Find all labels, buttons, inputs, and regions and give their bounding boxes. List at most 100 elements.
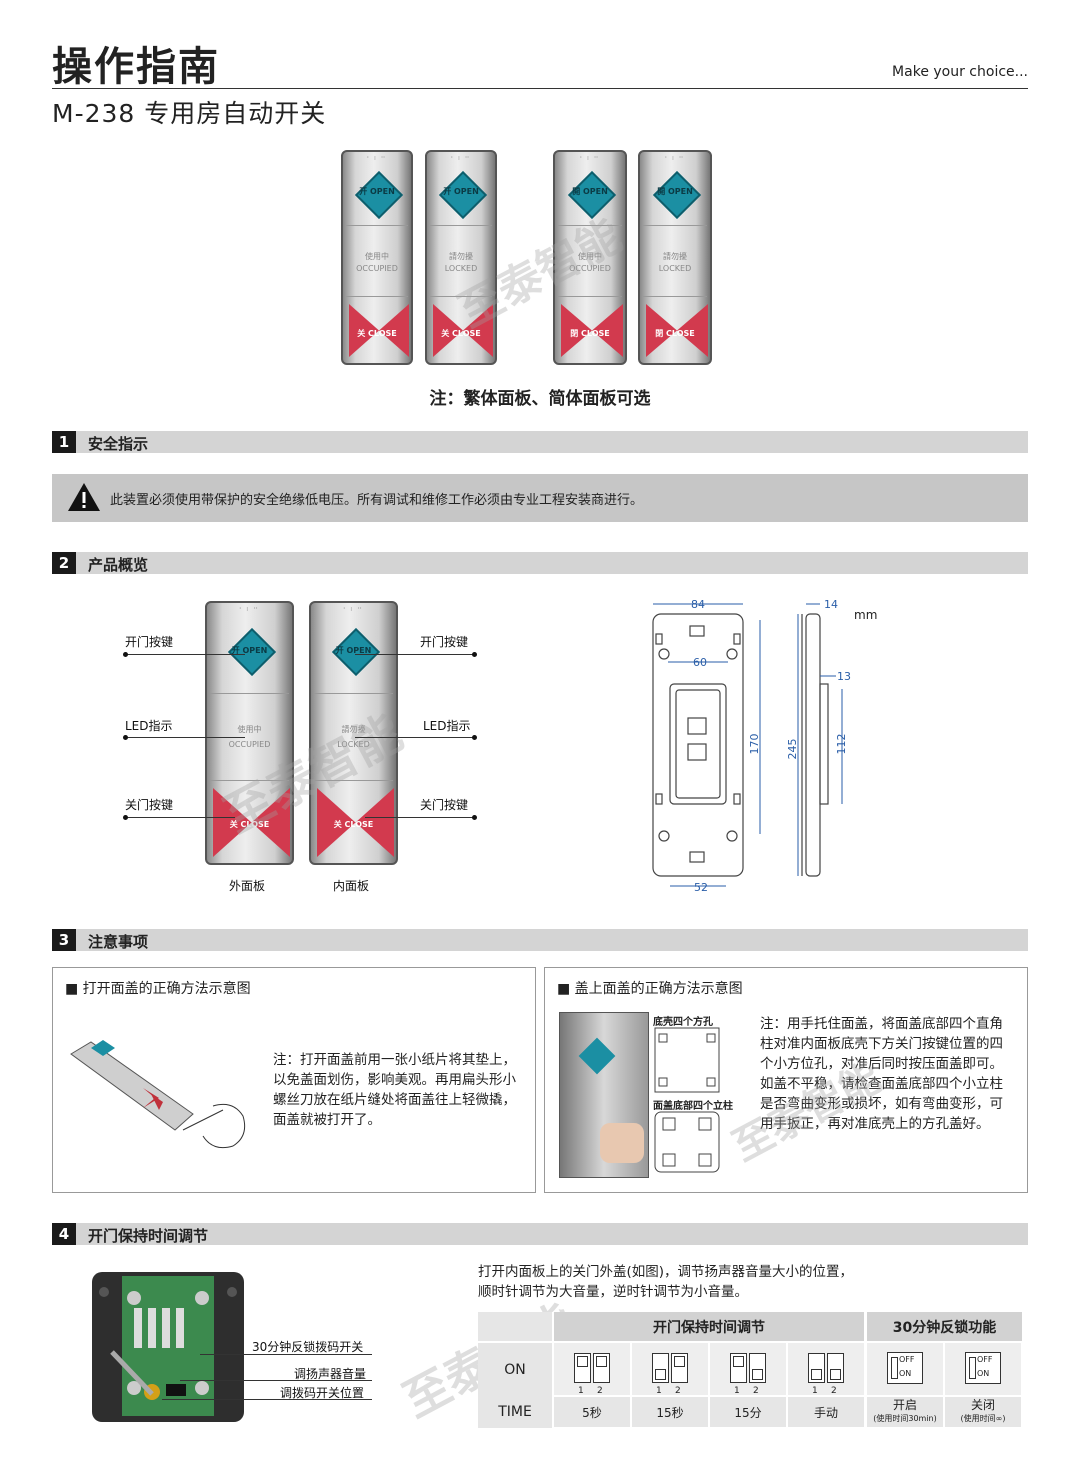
close-button-bowtie [561,304,623,357]
callout-line [355,737,475,738]
callout-line [180,1380,372,1381]
time-5s: 5秒 [552,1395,632,1429]
pcb-label-lock-switch: 30分钟反锁拨码开关 [252,1340,364,1354]
instruction-line-1: 打开内面板上的关门外盖(如图)，调节扬声器音量大小的位置， [478,1264,854,1280]
open-label: 开 OPEN [359,187,395,196]
section-title: 开门保持时间调节 [88,1227,209,1245]
close-cover-text: 注：用手托住面盖，将面盖底部四个直角柱对准内面板底壳下方关门按键位置的四个小方位… [760,1016,1003,1132]
dim-170: 170 [748,734,761,755]
lock-disable-note: (使用时间∞) [960,1414,1006,1423]
led-label-en: OCCUPIED [228,740,271,749]
close-label: 关 CLOSE [441,329,481,338]
panel-divider [346,296,408,297]
led-label-cn: 使用中 [578,252,602,261]
hand [600,1123,644,1163]
pcb-label-volume: 调扬声器音量 [294,1367,367,1381]
open-cover-illustration [70,1040,246,1149]
pcb-photo [92,1272,244,1422]
lock-disable-label: 关闭 [970,1398,995,1412]
header-divider [52,88,1028,89]
row-label-time: TIME [478,1396,553,1428]
open-cover-box: ■ 打开面盖的正确方法示意图 注：打开面盖前用一张小纸片将其垫上，以免盖面划伤，… [52,967,536,1193]
braille-dots: ⠁⠃⠉ [579,156,601,164]
callout-line [125,817,235,818]
led-label-en: LOCKED [444,264,478,273]
section-header-safety: 1 安全指示 [52,431,1028,453]
section-number: 3 [52,929,76,951]
tagline: Make your choice... [892,64,1028,80]
braille-dots: ⠁⠃⠉ [450,156,472,164]
braille-dots: ⠁⠃⠉ [342,607,365,615]
close-label: 閉 CLOSE [570,329,610,338]
cover-photo [559,1012,649,1178]
dim-52: 52 [694,881,708,894]
table-group-lock: 30分钟反锁功能 [865,1312,1022,1342]
panel-divider [558,296,622,297]
open-label: 開 OPEN [657,187,693,196]
page-subtitle: M-238 专用房自动开关 [52,99,327,128]
time-15s: 15秒 [630,1395,710,1429]
led-label-cn: 請勿擾 [449,252,473,261]
braille-dots: ⠁⠃⠉ [664,156,686,164]
section-number: 2 [52,552,76,574]
dim-245: 245 [786,739,799,760]
lock-switch-off: OFF ON [943,1341,1023,1397]
callout-dot [123,735,128,740]
open-label: 开 OPEN [335,646,372,655]
lock-enable-note: (使用时间30min) [873,1414,937,1423]
close-cover-heading: ■ 盖上面盖的正确方法示意图 [557,981,743,997]
callout-dot [472,815,477,820]
dim-60: 60 [693,656,707,669]
callout-open-right: 开门按键 [420,635,469,649]
panel-divider [210,693,289,694]
warning-icon [68,483,100,511]
open-diamond [578,1037,616,1075]
section-header-hold-time: 4 开门保持时间调节 [52,1223,1028,1245]
open-label: 开 OPEN [231,646,268,655]
section-title: 注意事项 [88,933,149,951]
section-title: 产品概览 [88,556,149,574]
panel-divider [643,225,707,226]
label-cover-posts: 面盖底部四个立柱 [653,1101,733,1112]
callout-led-left: LED指示 [125,719,173,733]
close-button-bowtie [433,304,493,357]
open-label: 開 OPEN [572,187,608,196]
cover-posts-diagram [654,1111,720,1173]
callout-line [125,654,245,655]
close-button-bowtie [646,304,708,357]
label-base-holes: 底壳四个方孔 [653,1017,713,1028]
dim-84: 84 [691,598,705,611]
section-number: 4 [52,1223,76,1245]
panel-divider [430,225,492,226]
section-header-notes: 3 注意事项 [52,929,1028,951]
callout-line [200,1354,372,1355]
callout-dot [123,815,128,820]
instruction-line-2: 顺时针调节为大音量，逆时针调节为小音量。 [478,1284,748,1300]
inner-panel-label: 内面板 [333,879,370,893]
outer-panel-label: 外面板 [229,879,266,893]
section-header-overview: 2 产品概览 [52,552,1028,574]
callout-dot [123,652,128,657]
panel-divider [314,780,393,781]
callout-close-left: 关门按键 [125,798,174,812]
panel-divider [210,780,289,781]
panel-divider [643,296,707,297]
callout-led-right: LED指示 [423,719,471,733]
row-label-on: ON [478,1341,553,1396]
panel-divider [314,693,393,694]
dim-unit: mm [854,608,877,622]
section-title: 安全指示 [88,435,149,453]
page-title: 操作指南 [52,44,220,90]
close-label: 关 CLOSE [229,820,270,829]
lock-enable-cell: 开启 (使用时间30min) [864,1395,945,1429]
open-cover-text: 注：打开面盖前用一张小纸片将其垫上，以免盖面划伤，影响美观。再用扁头形小螺丝刀放… [273,1052,516,1128]
time-manual: 手动 [786,1395,867,1429]
lock-disable-cell: 关闭 (使用时间∞) [943,1395,1023,1429]
dim-13: 13 [837,670,851,683]
lock-switch-on: OFF ON [864,1341,945,1397]
panel-divider [558,225,622,226]
